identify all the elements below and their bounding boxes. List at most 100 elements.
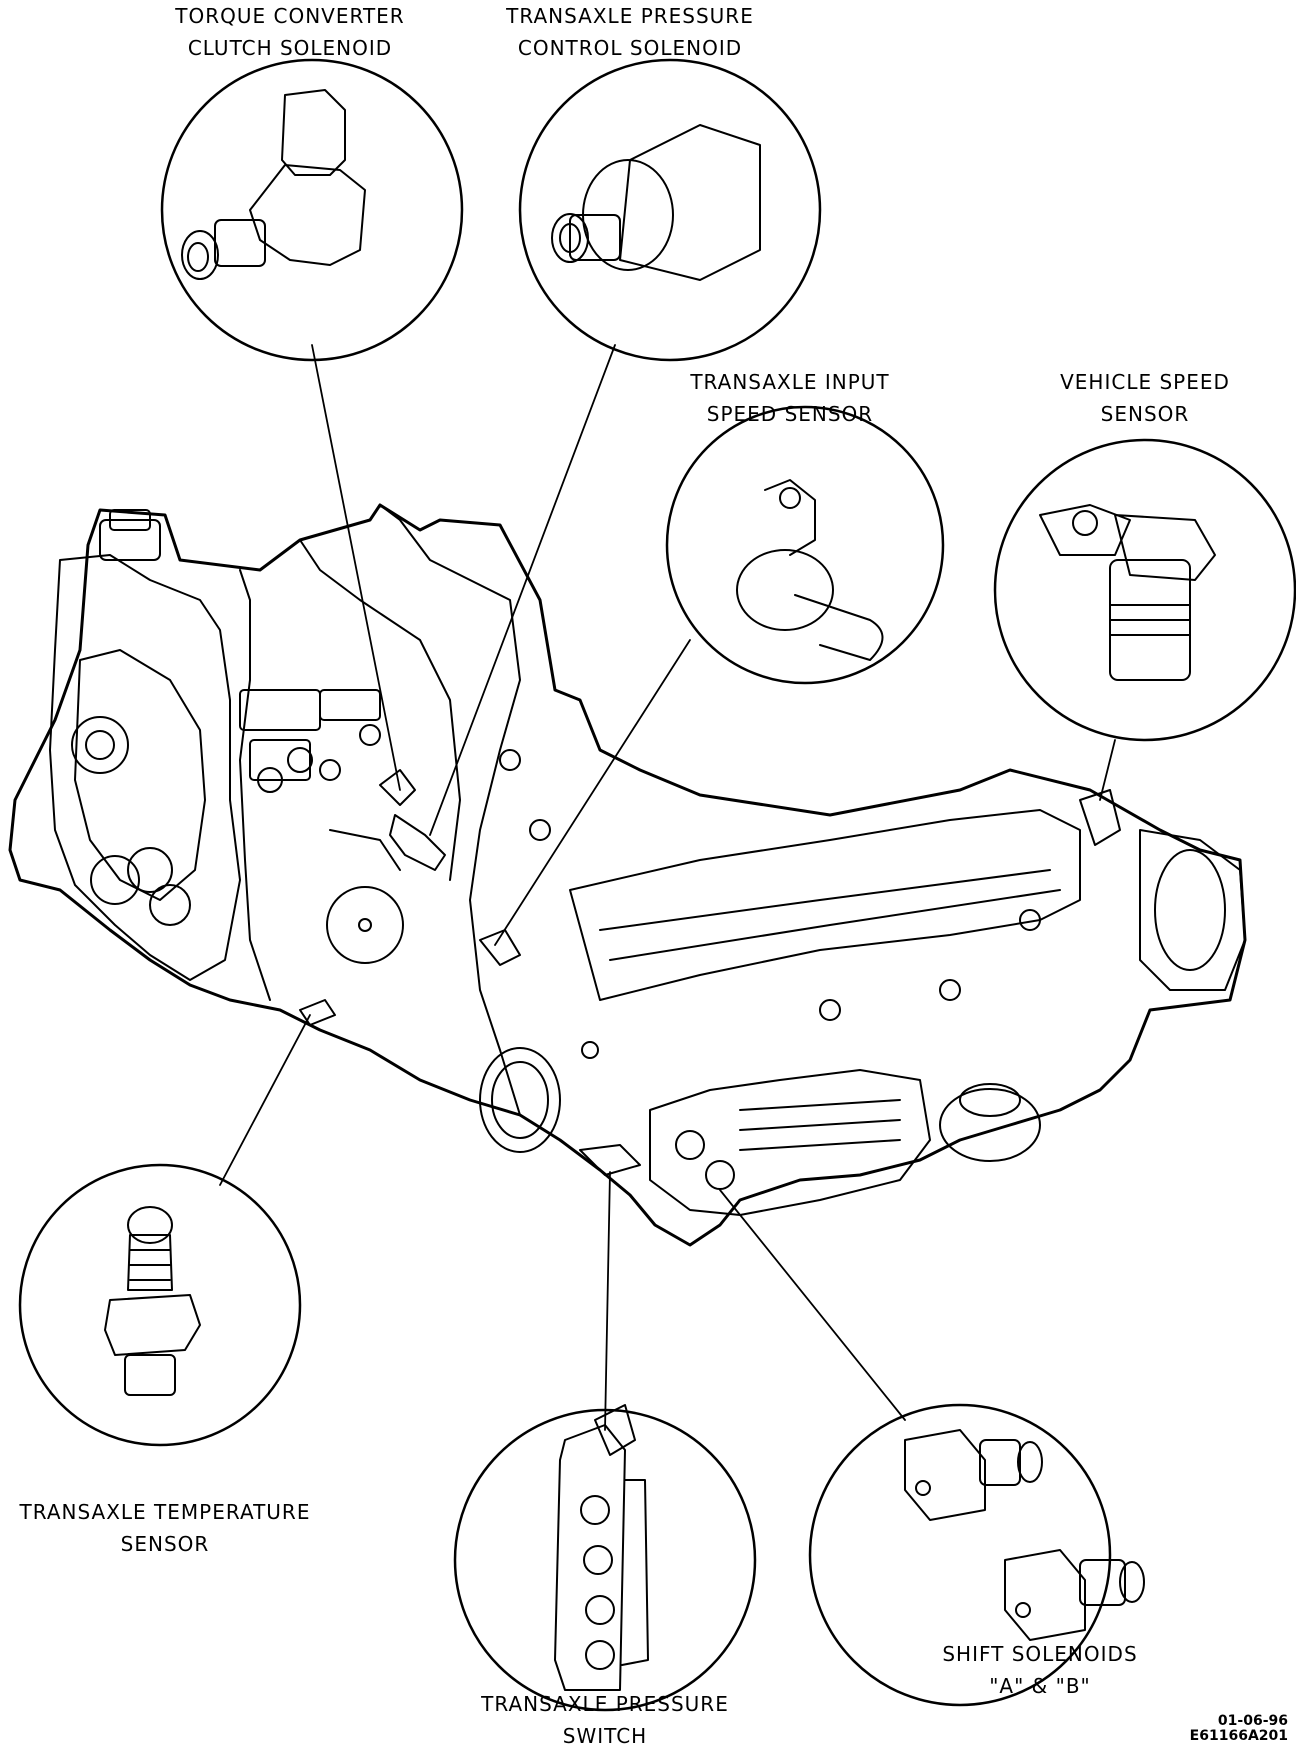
label-vehicle-speed-sensor: VEHICLE SPEED SENSOR [1060, 370, 1230, 426]
flange-bolt-5 [1020, 910, 1040, 930]
flange-bolt-6 [582, 1042, 598, 1058]
temp-hex [105, 1295, 200, 1355]
lower-accumulator-top [960, 1084, 1020, 1116]
detail-shift-solenoids [810, 1405, 1144, 1705]
top-cap-lid [110, 510, 150, 530]
accumulator [327, 887, 403, 963]
transaxle-case-outline [10, 505, 1245, 1245]
detail-tcc-solenoid [162, 60, 462, 360]
pcs-mounted [390, 815, 445, 870]
leader-psw [605, 1172, 610, 1430]
detail-pcs-solenoid [520, 60, 820, 360]
detail-circle-vss [995, 440, 1295, 740]
psw-port-2 [584, 1546, 612, 1574]
psw-connector [595, 1405, 635, 1455]
vss-orings [1110, 605, 1190, 635]
cover-boss-3 [91, 856, 139, 904]
flange-bolt-1 [500, 750, 520, 770]
temp-thread [128, 1235, 172, 1290]
vss-bracket [1040, 505, 1130, 555]
leader-temp [220, 1015, 310, 1185]
end-cover [50, 555, 240, 980]
pcs-tip-screen [560, 224, 580, 252]
shift-b-port [1016, 1603, 1030, 1617]
iss-body [737, 550, 833, 630]
detail-vss [995, 440, 1295, 740]
leader-vss [1100, 740, 1115, 800]
vss-bolt [1073, 511, 1097, 535]
detail-circle-shift [810, 1405, 1110, 1705]
valve-bolt-2 [288, 748, 312, 772]
shift-a-shaft [980, 1440, 1020, 1485]
pcs-body [620, 125, 760, 280]
output-seal [1155, 850, 1225, 970]
shift-b-body [1005, 1550, 1085, 1640]
case-flange [240, 570, 270, 1000]
leader-lines [220, 345, 1115, 1430]
valve-bolt-3 [320, 760, 340, 780]
figure-code: 01-06-96 E61166A201 [1189, 1713, 1288, 1744]
tcc-tip-ring [182, 231, 218, 279]
psw-plate [555, 1425, 625, 1690]
lower-valve-body [650, 1070, 930, 1215]
iss-mounted [480, 930, 520, 965]
top-cap [100, 520, 160, 560]
label-shift-solenoids: SHIFT SOLENOIDS "A" & "B" [942, 1642, 1138, 1698]
shift-a-port [916, 1481, 930, 1495]
leader-iss [495, 640, 690, 945]
label-transaxle-pressure-control-solenoid: TRANSAXLE PRESSURE CONTROL SOLENOID [506, 4, 754, 60]
leader-tcc [312, 345, 400, 790]
pcs-shaft [570, 215, 620, 260]
detail-pressure-switch [455, 1405, 755, 1710]
pcs-tip-ring [552, 214, 588, 262]
psw-port-3 [586, 1596, 614, 1624]
detail-iss [667, 407, 943, 683]
detail-circle-pcs [520, 60, 820, 360]
temp-connector [125, 1355, 175, 1395]
detail-circle-psw [455, 1410, 755, 1710]
vss-mounted [1080, 790, 1120, 845]
cover-boss-2 [128, 848, 172, 892]
cover-boss-1-inner [86, 731, 114, 759]
extension-housing [570, 810, 1080, 1000]
label-torque-converter-clutch-solenoid: TORQUE CONVERTER CLUTCH SOLENOID [175, 4, 405, 60]
cover-boss-4 [150, 885, 190, 925]
detail-circle-temp [20, 1165, 300, 1445]
shift-mount-1 [676, 1131, 704, 1159]
bellhousing-rib [380, 505, 520, 1115]
valve-bolt-4 [360, 725, 380, 745]
label-transaxle-pressure-switch: TRANSAXLE PRESSURE SWITCH [481, 1692, 729, 1748]
iss-bolt [780, 488, 800, 508]
valve-passages [740, 1100, 900, 1150]
valve-edge [330, 830, 400, 870]
flange-bolt-2 [530, 820, 550, 840]
transaxle-assembly [10, 505, 1245, 1245]
valve-body-block-1 [240, 690, 320, 730]
shift-b-shaft [1080, 1560, 1125, 1605]
detail-circle-iss [667, 407, 943, 683]
iss-bracket [765, 480, 815, 555]
tcc-mounted [380, 770, 415, 805]
temp-tip [128, 1207, 172, 1243]
valve-body-block-3 [320, 690, 380, 720]
cover-boss-1 [72, 717, 128, 773]
tcc-body [250, 165, 365, 265]
shift-b-tip [1120, 1562, 1144, 1602]
lower-accumulator [940, 1089, 1040, 1161]
output-housing [1140, 830, 1245, 990]
flange-bolt-4 [940, 980, 960, 1000]
tcc-connector [282, 90, 345, 175]
accumulator-center [359, 919, 371, 931]
bell-opening-inner [492, 1062, 548, 1138]
detail-circle-tcc [162, 60, 462, 360]
extension-rib-1 [600, 870, 1050, 930]
shift-a-body [905, 1430, 985, 1520]
bell-opening [480, 1048, 560, 1152]
iss-probe [795, 595, 883, 660]
psw-flange [622, 1480, 648, 1665]
valve-bolt-1 [258, 768, 282, 792]
leader-shift [720, 1190, 905, 1420]
psw-port-1 [581, 1496, 609, 1524]
temp-thread-lines [130, 1250, 170, 1280]
